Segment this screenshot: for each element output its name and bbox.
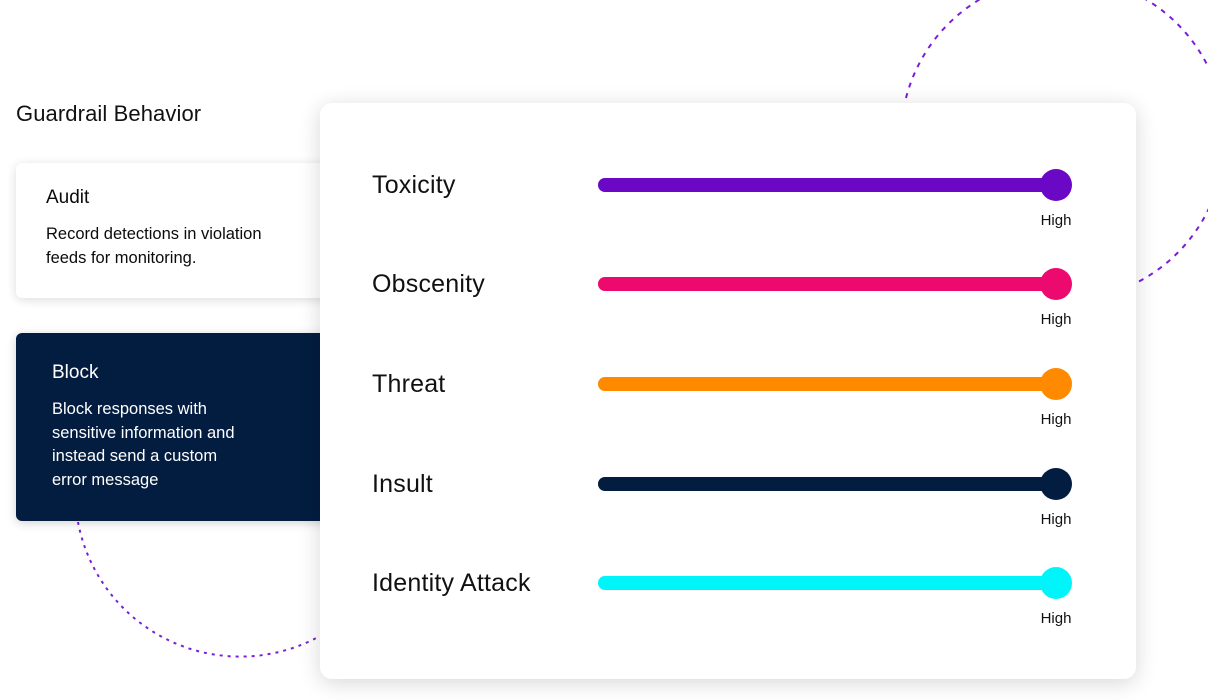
- slider-label: Insult: [372, 470, 433, 498]
- mode-option-audit[interactable]: Audit Record detections in violation fee…: [16, 163, 356, 298]
- slider-thumb[interactable]: [1040, 169, 1072, 201]
- slider-track[interactable]: High: [598, 268, 1072, 328]
- mode-option-block[interactable]: Block Block responses with sensitive inf…: [16, 333, 356, 521]
- slider-thumb[interactable]: [1040, 567, 1072, 599]
- slider-thumb[interactable]: [1040, 468, 1072, 500]
- dashed-arc-bottom-left: [77, 521, 321, 658]
- slider-label: Identity Attack: [372, 569, 531, 597]
- slider-track[interactable]: High: [598, 468, 1072, 528]
- mode-description: Record detections in violation feeds for…: [46, 225, 262, 267]
- slider-row-obscenity: Obscenity High: [320, 268, 1136, 339]
- slider-fill: [598, 277, 1056, 291]
- mode-name: Block: [52, 362, 99, 383]
- slider-fill: [598, 178, 1056, 192]
- section-title: Guardrail Behavior: [16, 101, 202, 126]
- slider-label: Obscenity: [372, 270, 485, 298]
- slider-value-label: High: [1040, 511, 1072, 528]
- slider-fill: [598, 377, 1056, 391]
- mode-description: Block responses with sensitive informati…: [52, 400, 235, 489]
- slider-row-threat: Threat High: [320, 368, 1136, 439]
- slider-fill: [598, 576, 1056, 590]
- slider-track[interactable]: High: [598, 169, 1072, 229]
- slider-label: Toxicity: [372, 171, 456, 199]
- slider-track[interactable]: High: [598, 567, 1072, 627]
- slider-value-label: High: [1040, 212, 1072, 229]
- slider-thumb[interactable]: [1040, 368, 1072, 400]
- mode-name: Audit: [46, 187, 90, 208]
- slider-value-label: High: [1040, 610, 1072, 627]
- slider-value-label: High: [1040, 411, 1072, 428]
- slider-row-identity-attack: Identity Attack High: [320, 567, 1136, 638]
- slider-thumb[interactable]: [1040, 268, 1072, 300]
- slider-label: Threat: [372, 370, 446, 398]
- sensitivity-settings-panel: Toxicity High Obscenity High Threat High…: [320, 103, 1136, 679]
- slider-track[interactable]: High: [598, 368, 1072, 428]
- slider-row-insult: Insult High: [320, 468, 1136, 539]
- slider-value-label: High: [1040, 311, 1072, 328]
- slider-row-toxicity: Toxicity High: [320, 169, 1136, 240]
- slider-fill: [598, 477, 1056, 491]
